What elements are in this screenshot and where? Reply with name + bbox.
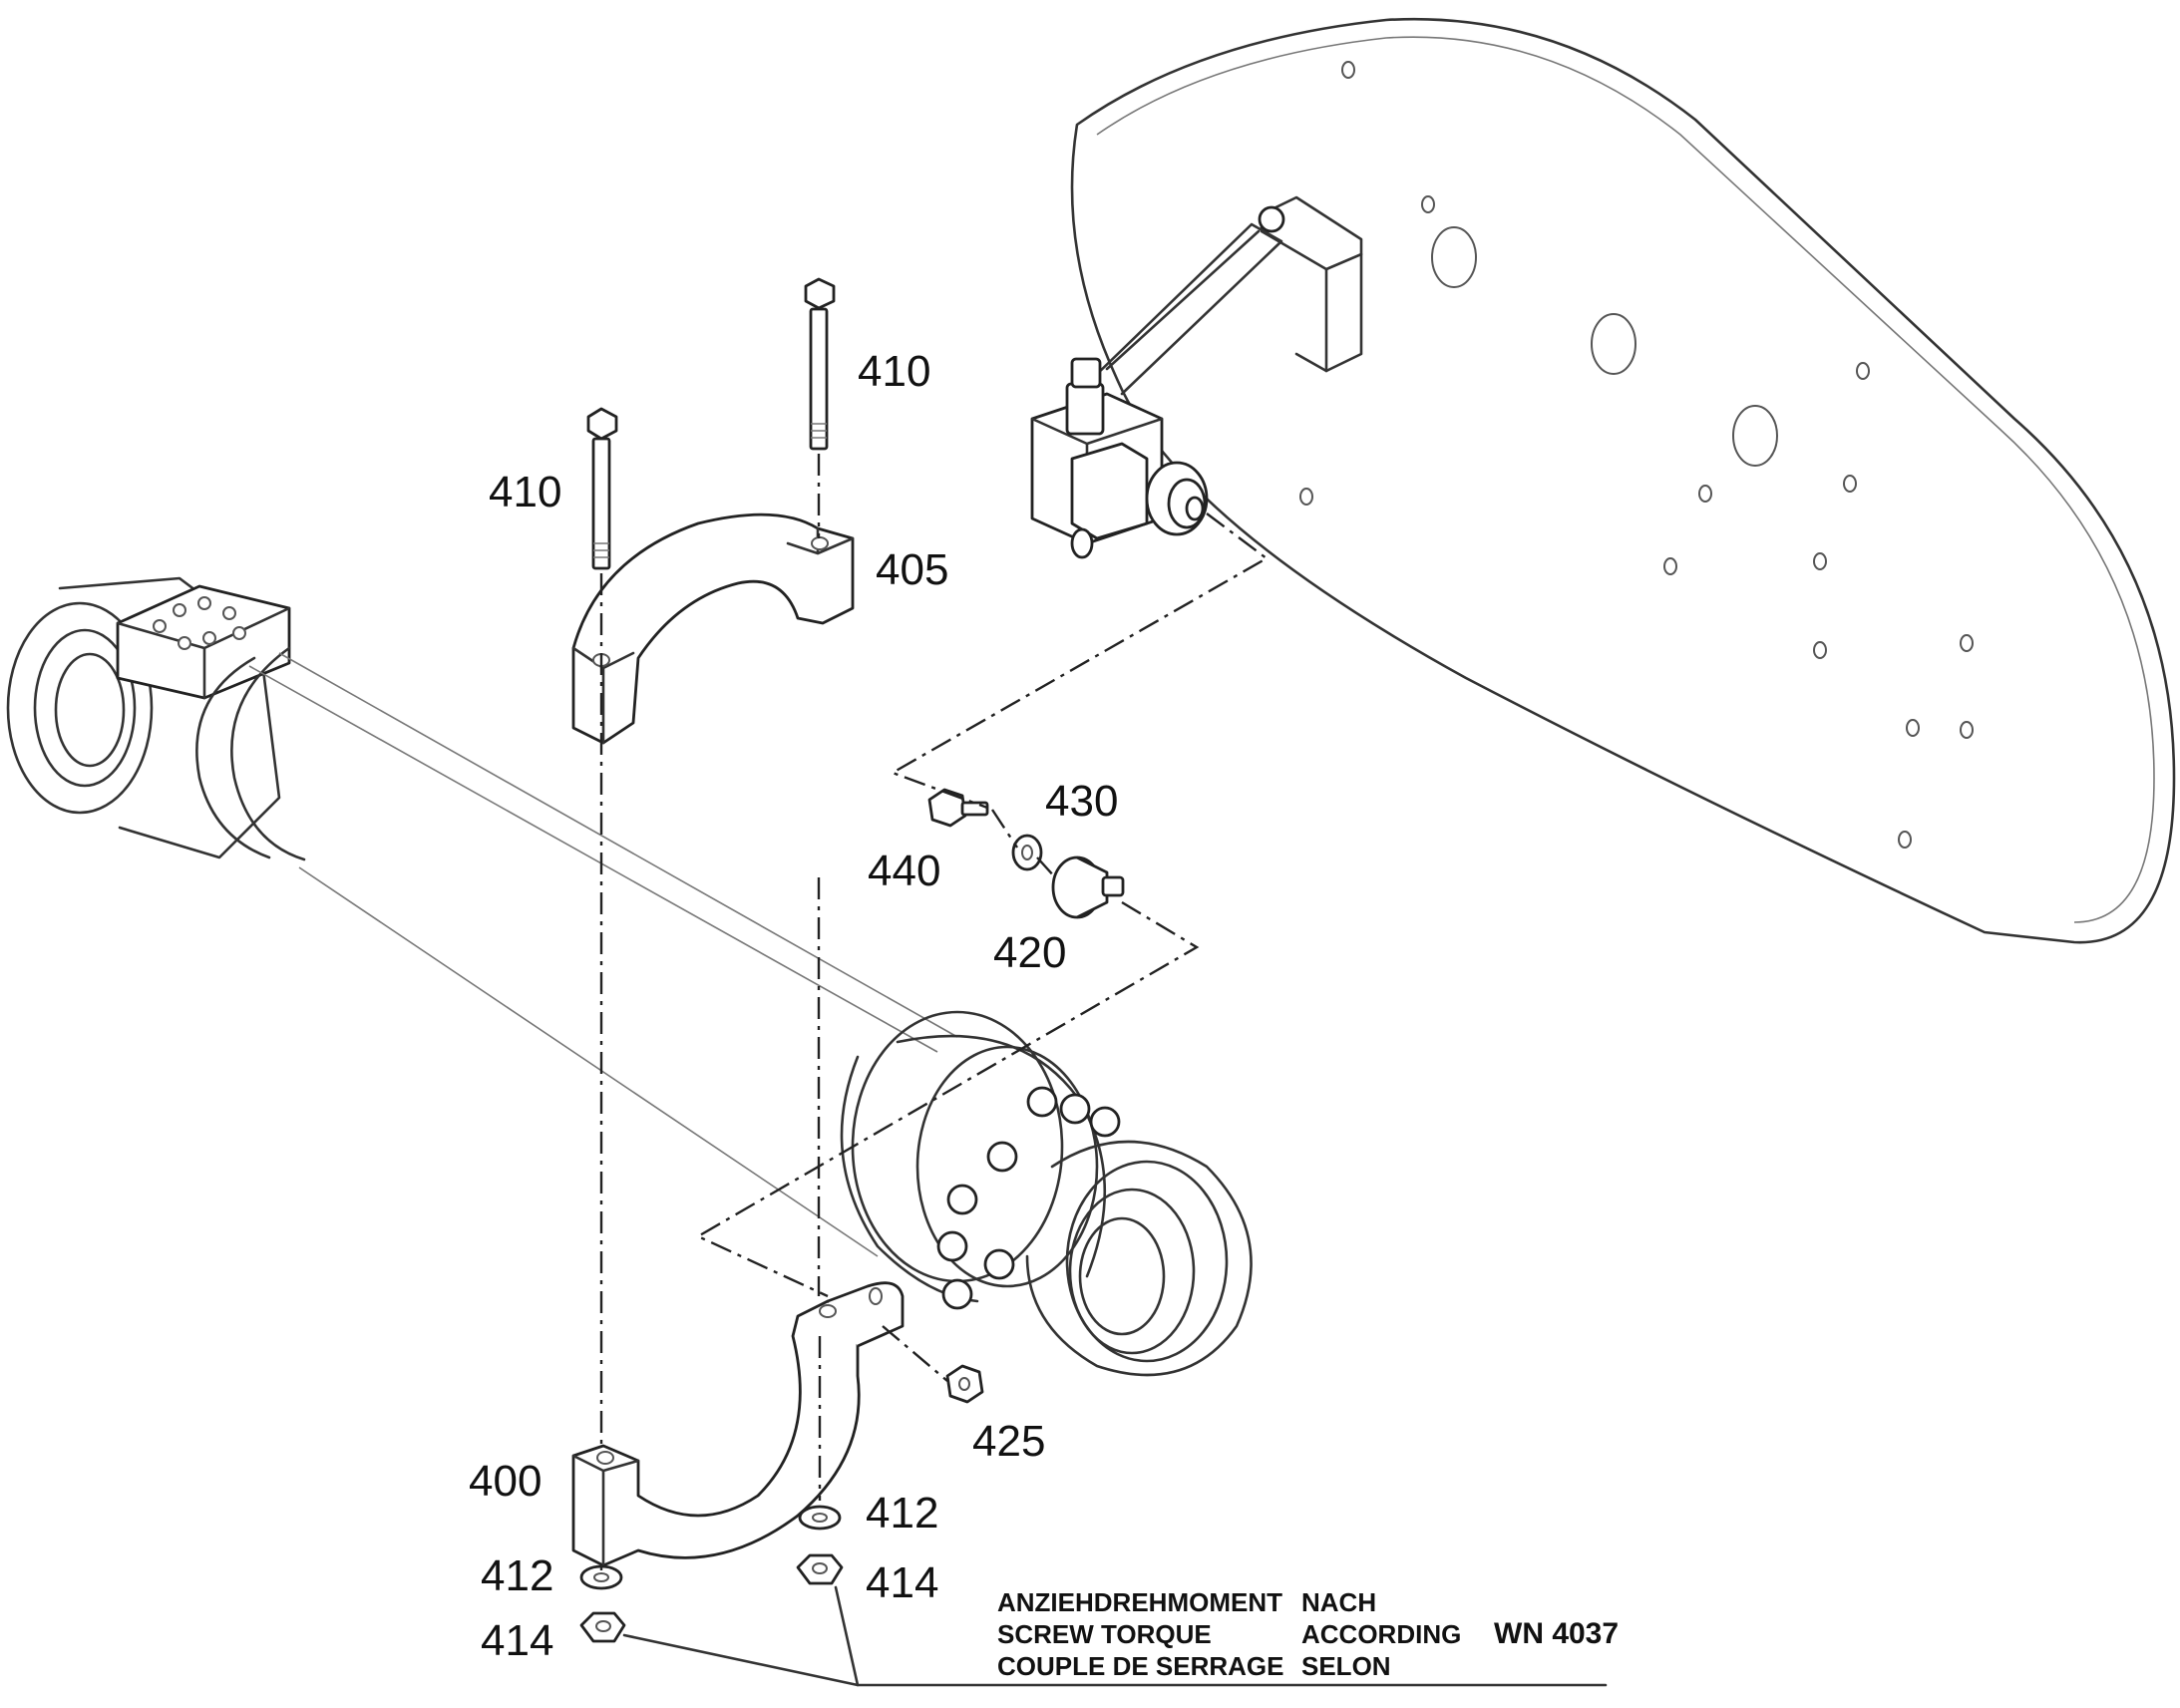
torque-leader-lines xyxy=(622,1585,1608,1687)
torque-standard: WN 4037 xyxy=(1494,1617,1619,1650)
torque-note-according: ACCORDING xyxy=(1301,1619,1461,1649)
clamp-upper-part xyxy=(571,512,855,745)
torque-note-nach: NACH xyxy=(1301,1587,1376,1617)
callout-440: 440 xyxy=(868,847,940,895)
callout-414-right: 414 xyxy=(866,1558,938,1607)
screw-440-part xyxy=(927,788,989,828)
callout-400: 400 xyxy=(469,1457,542,1506)
torque-note-en: SCREW TORQUE xyxy=(997,1619,1212,1649)
washer-430-part xyxy=(1011,834,1043,871)
valve-bracket xyxy=(1030,195,1363,559)
callout-405: 405 xyxy=(876,545,948,594)
nut-414-right-part xyxy=(796,1553,844,1585)
nut-414-left-part xyxy=(579,1611,626,1643)
callout-412-right: 412 xyxy=(866,1489,938,1537)
torque-note-selon: SELON xyxy=(1301,1651,1391,1681)
hydraulic-cylinder xyxy=(6,576,1253,1377)
assembly-lines xyxy=(599,454,1270,1570)
torque-note: ANZIEHDREHMOMENT SCREW TORQUE COUPLE DE … xyxy=(997,1587,1619,1681)
spacer-420-part xyxy=(1051,855,1125,919)
plate-holes xyxy=(1299,61,1974,849)
mounting-plate xyxy=(1030,17,2176,944)
flange-bolts xyxy=(936,1086,1121,1310)
callout-425: 425 xyxy=(972,1417,1045,1466)
callout-412-left: 412 xyxy=(481,1551,553,1600)
callout-430: 430 xyxy=(1045,777,1118,826)
bolt-right-part xyxy=(804,277,836,451)
torque-note-de: ANZIEHDREHMOMENT xyxy=(997,1587,1282,1617)
callout-410-left: 410 xyxy=(489,468,561,516)
clamp-lower-part xyxy=(571,1281,905,1567)
callout-420: 420 xyxy=(993,928,1066,977)
torque-note-fr: COUPLE DE SERRAGE xyxy=(997,1651,1284,1681)
washer-412-right-part xyxy=(798,1505,842,1531)
callout-414-left: 414 xyxy=(481,1616,553,1665)
part-callouts: 410 410 405 400 440 430 420 425 412 414 … xyxy=(469,347,1118,1665)
callout-410-right: 410 xyxy=(858,347,930,396)
bolt-left-part xyxy=(586,407,618,570)
nut-425-part xyxy=(945,1364,984,1404)
